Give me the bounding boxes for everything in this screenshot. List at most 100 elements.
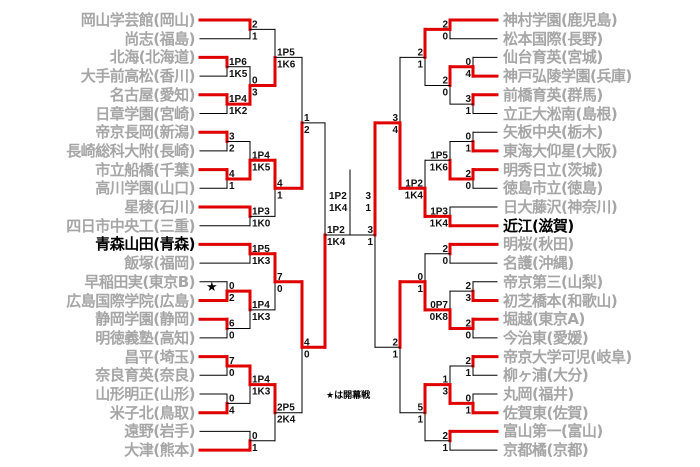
- score-top: 3: [229, 132, 235, 143]
- score-bottom: 4: [465, 69, 471, 80]
- score-top: 2: [252, 19, 258, 30]
- left-team-name: 名古屋(愛知): [109, 85, 196, 104]
- left-team-name: 四日市中央工(三重): [66, 216, 195, 235]
- score-top: 1: [442, 375, 448, 386]
- score-bottom: 1: [277, 190, 283, 201]
- right-team-name: 名護(沖縄): [503, 254, 574, 273]
- right-team-name: 徳島市立(徳島): [503, 179, 603, 198]
- score-bottom: 1K5: [252, 162, 271, 173]
- score-bottom: 3: [465, 293, 471, 304]
- score-top: 2: [417, 47, 423, 58]
- final-score-left-pk: 1K4: [329, 203, 348, 214]
- left-team-name: 市立船橋(千葉): [95, 160, 195, 179]
- score-bottom: 1: [465, 144, 471, 155]
- right-team-name: 初芝橋本(和歌山): [503, 291, 618, 310]
- right-team-name: 佐賀東(佐賀): [503, 403, 589, 422]
- right-team-name: 東海大仰星(大阪): [503, 141, 618, 160]
- score-bottom: 1: [465, 106, 471, 117]
- left-team-name: 岡山学芸館(岡山): [80, 11, 196, 29]
- score-bottom: 1: [417, 284, 423, 295]
- right-team-name: 矢板中央(栃木): [503, 123, 603, 142]
- score-bottom: 1K0: [252, 218, 271, 229]
- score-bottom: 1K4: [327, 237, 346, 248]
- score-bottom: 1K4: [430, 218, 449, 229]
- left-team-name: 大手前高松(香川): [80, 67, 196, 86]
- score-top: 3: [367, 225, 373, 236]
- score-top: 1P4: [252, 300, 270, 311]
- opening-match-note: ★は開幕戦: [326, 391, 371, 401]
- right-team-name: 神村学園(鹿児島): [503, 11, 618, 29]
- right-team-name: 明秀日立(茨城): [503, 160, 603, 179]
- score-top: 1P4: [252, 375, 270, 386]
- score-top: 0: [252, 75, 258, 86]
- score-top: 1P5: [252, 244, 270, 255]
- score-bottom: 0K8: [430, 312, 449, 323]
- left-team-name: 奈良育英(奈良): [95, 366, 195, 385]
- score-top: 0: [465, 132, 471, 143]
- right-team-name: 松本国際(長野): [503, 29, 603, 48]
- score-bottom: 4: [392, 125, 398, 136]
- score-top: 2: [442, 431, 448, 442]
- left-team-name: 日章学園(宮崎): [95, 104, 195, 123]
- score-top: 0: [465, 57, 471, 68]
- score-top: 0: [229, 281, 235, 292]
- score-top: 2: [442, 19, 448, 30]
- score-top: 3: [392, 113, 398, 124]
- left-team-name: 高川学園(山口): [95, 179, 195, 198]
- score-top: 1P5: [430, 150, 448, 161]
- left-team-name: 早稲田実(東京B): [84, 272, 195, 291]
- score-bottom: 1: [442, 443, 448, 454]
- score-top: 2: [465, 281, 471, 292]
- left-team-name: 遠野(岩手): [124, 422, 195, 441]
- right-team-name: 神戸弘陵学園(兵庫): [503, 67, 632, 86]
- score-bottom: 0: [465, 181, 471, 192]
- right-team-name: 柳ヶ浦(大分): [503, 366, 589, 385]
- score-bottom: 1: [392, 349, 398, 360]
- right-team-name: 富山第一(富山): [503, 422, 603, 441]
- score-top: 4: [277, 178, 283, 189]
- score-top: 2: [442, 244, 448, 255]
- score-top: 2P5: [277, 403, 295, 414]
- score-top: 3: [465, 94, 471, 105]
- score-top: 1P3: [252, 206, 270, 217]
- score-bottom: 0: [304, 349, 310, 360]
- score-bottom: 2: [229, 293, 235, 304]
- score-top: 1P4: [229, 94, 247, 105]
- score-top: 2: [465, 356, 471, 367]
- right-team-name: 堀越(東京A): [503, 310, 585, 329]
- score-top: 1P6: [229, 57, 247, 68]
- left-team-name: 長崎総科大附(長崎): [66, 141, 195, 160]
- score-top: 2: [392, 337, 398, 348]
- left-team-name: 青森山田(青森): [95, 235, 195, 254]
- score-bottom: 1: [465, 368, 471, 379]
- right-team-name: 帝京第三(山梨): [503, 272, 603, 291]
- right-team-name: 前橋育英(群馬): [503, 85, 603, 104]
- right-team-name: 近江(滋賀): [503, 216, 574, 235]
- score-bottom: 0: [277, 284, 283, 295]
- left-team-name: 米子北(鳥取): [109, 403, 196, 422]
- score-bottom: 1: [252, 31, 258, 42]
- score-bottom: 1K4: [405, 190, 424, 201]
- score-top: 0: [417, 272, 423, 283]
- score-top: 1P2: [405, 178, 423, 189]
- score-bottom: 0: [229, 368, 235, 379]
- score-bottom: 1K6: [277, 59, 296, 70]
- left-team-name: 飯塚(福岡): [124, 254, 195, 273]
- score-bottom: 0: [442, 256, 448, 267]
- score-bottom: 0: [465, 331, 471, 342]
- score-top: 1P2: [327, 225, 345, 236]
- score-bottom: 1: [417, 415, 423, 426]
- left-team-name: 星稜(石川): [124, 198, 195, 216]
- score-top: 7: [277, 272, 283, 283]
- score-bottom: 3: [442, 387, 448, 398]
- score-bottom: 3: [252, 87, 258, 98]
- right-team-name: 仙台育英(宮城): [503, 48, 603, 67]
- score-top: 0: [252, 431, 258, 442]
- right-team-name: 立正大淞南(島根): [503, 104, 618, 123]
- score-bottom: 1K3: [252, 256, 271, 267]
- score-top: 2: [465, 169, 471, 180]
- score-top: 4: [229, 169, 235, 180]
- score-bottom: 0: [442, 31, 448, 42]
